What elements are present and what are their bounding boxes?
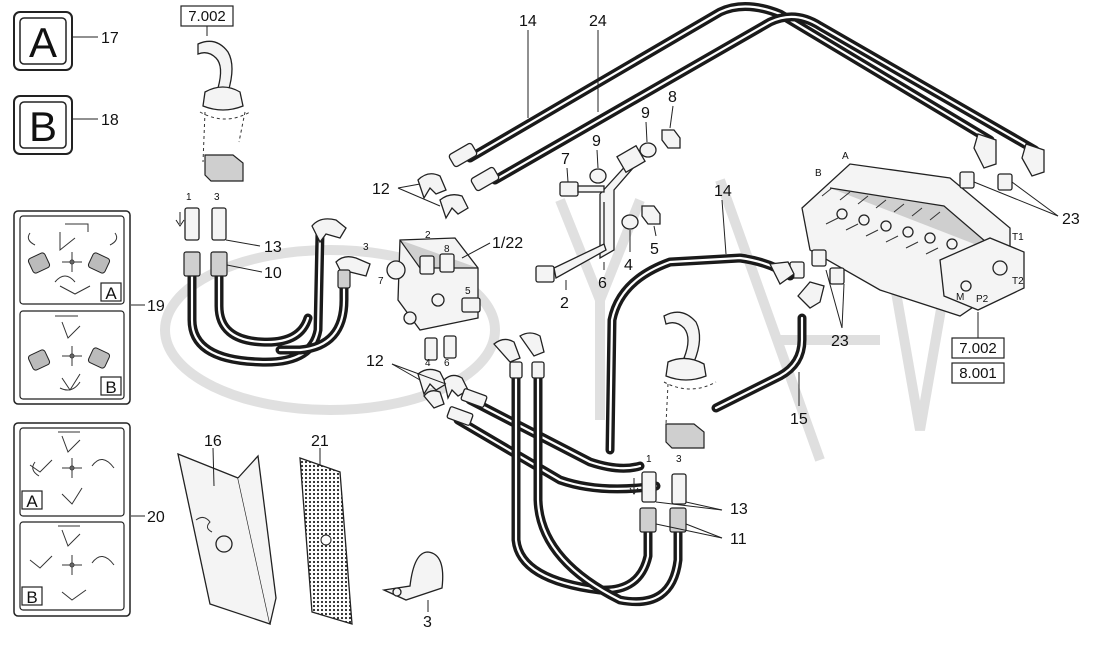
fitting-icon <box>417 368 469 409</box>
callout-16: 16 <box>204 433 222 450</box>
fitting-icon <box>417 173 469 220</box>
hose-icon <box>605 253 807 455</box>
hose-icon <box>453 367 683 607</box>
valve-mark-p2: P2 <box>976 294 989 305</box>
callout-12-bottom: 12 <box>366 353 384 370</box>
callout-14-mid: 14 <box>714 183 732 200</box>
port-mark-2: 2 <box>425 230 431 241</box>
callout-5: 5 <box>650 241 659 258</box>
panel-20-letter-b: B <box>26 588 37 607</box>
port-mark-6: 6 <box>444 358 450 369</box>
callout-23-lower: 23 <box>831 333 849 350</box>
decal-panel-19: A B 19 <box>13 210 165 405</box>
hose-icon <box>187 227 349 367</box>
callout-10: 10 <box>264 265 282 282</box>
port-mark-3-mid: 3 <box>363 242 369 253</box>
hose-icon <box>465 2 1040 185</box>
port-mark-3-right: 3 <box>676 454 682 465</box>
valve-mark-b: B <box>815 168 822 179</box>
decal-icon <box>177 452 277 625</box>
joystick-icon <box>197 40 251 182</box>
callout-19: 19 <box>147 298 165 315</box>
callout-21: 21 <box>311 433 329 450</box>
ref-8001-right: 8.001 <box>959 365 997 382</box>
callout-1-22: 1/22 <box>492 235 523 252</box>
port-mark-7: 7 <box>378 276 384 287</box>
callout-12-top: 12 <box>372 181 390 198</box>
callout-9-left: 9 <box>592 133 601 150</box>
callout-24: 24 <box>589 13 607 30</box>
ref-7002-top: 7.002 <box>188 8 226 25</box>
port-mark-3: 3 <box>214 192 220 203</box>
fitting-icon <box>448 133 1045 192</box>
callout-8: 8 <box>668 89 677 106</box>
badge-b: B 18 <box>13 95 119 155</box>
joystick-icon <box>663 311 717 449</box>
fitting-icon <box>535 129 681 283</box>
clamp-icon <box>381 551 444 601</box>
panel-19-letter-a: A <box>105 284 117 303</box>
port-mark-1: 1 <box>186 192 192 203</box>
fitting-icon <box>183 207 371 289</box>
callout-3: 3 <box>423 614 432 631</box>
port-mark-5: 5 <box>465 286 471 297</box>
valve-block-icon <box>386 237 481 361</box>
callout-17: 17 <box>101 30 119 47</box>
callout-20: 20 <box>147 509 165 526</box>
valve-block-icon <box>801 163 1025 317</box>
port-mark-4: 4 <box>425 358 431 369</box>
callout-4: 4 <box>624 257 633 274</box>
fitting-icon <box>769 261 825 309</box>
callout-7: 7 <box>561 151 570 168</box>
valve-mark-a: A <box>842 151 849 162</box>
joystick-icon <box>29 525 115 601</box>
joystick-icon <box>29 431 115 505</box>
decal-icon <box>299 457 353 625</box>
decal-panel-20: A B 20 <box>13 422 165 617</box>
badge-a: A 17 <box>13 11 119 71</box>
callout-15: 15 <box>790 411 808 428</box>
valve-mark-t2: T2 <box>1012 276 1024 287</box>
joystick-icon <box>27 223 118 295</box>
port-mark-8: 8 <box>444 244 450 255</box>
panel-19-letter-b: B <box>105 378 116 397</box>
callout-13-right: 13 <box>730 501 748 518</box>
callout-13-left: 13 <box>264 239 282 256</box>
callout-6: 6 <box>598 275 607 292</box>
callout-9-right: 9 <box>641 105 650 122</box>
callout-14-top: 14 <box>519 13 537 30</box>
fitting-icon <box>446 332 687 533</box>
callout-23-right: 23 <box>1062 211 1080 228</box>
badge-b-letter: B <box>29 103 57 150</box>
badge-a-letter: A <box>29 19 57 66</box>
callout-2: 2 <box>560 295 569 312</box>
valve-mark-m: M <box>956 292 964 303</box>
ref-box-7002-right: 7.002 8.001 <box>951 312 1005 384</box>
ref-7002-right: 7.002 <box>959 340 997 357</box>
callout-11: 11 <box>730 531 747 548</box>
port-mark-1-right: 1 <box>646 454 652 465</box>
ref-box-7002-top: 7.002 <box>180 5 234 36</box>
joystick-icon <box>27 315 111 391</box>
callout-18: 18 <box>101 112 119 129</box>
valve-mark-t1: T1 <box>1012 232 1024 243</box>
panel-20-letter-a: A <box>26 492 38 511</box>
